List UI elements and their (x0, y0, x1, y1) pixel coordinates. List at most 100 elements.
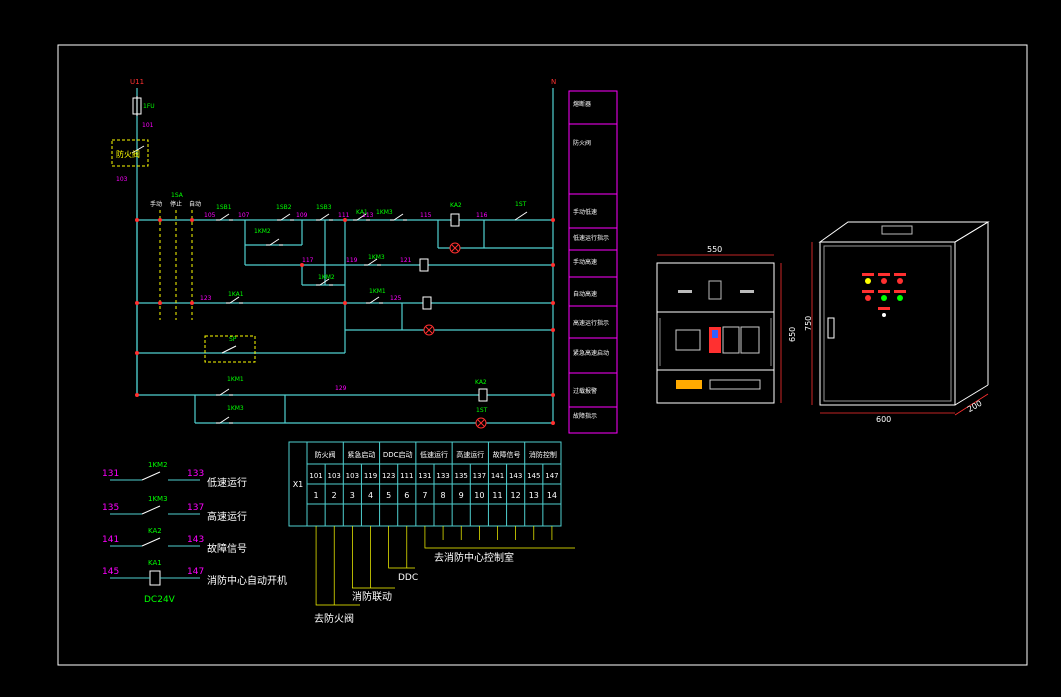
mode-label-manual: 手动 (150, 200, 162, 208)
contact-symbol (390, 213, 407, 221)
junction-node (300, 263, 304, 267)
sp-box (204, 335, 256, 363)
terminal-index: 10 (474, 491, 484, 500)
lamp-symbol (475, 417, 487, 429)
node-label: 125 (390, 295, 402, 302)
contact-symbol (353, 213, 370, 221)
junction-node (551, 263, 555, 267)
contact-label: 1KM1 (369, 288, 386, 295)
fire-valve-label: 防火阀 (116, 149, 140, 159)
coil-symbol (450, 213, 460, 227)
cabinet-indicator-lamps (862, 273, 906, 317)
junction-nodes (135, 218, 555, 425)
output-from: 135 (102, 503, 119, 513)
contact-symbol (364, 258, 381, 266)
contact-symbol (277, 213, 294, 221)
terminal-number: 111 (400, 472, 413, 480)
destination-label: 去消防中心控制室 (434, 551, 514, 564)
lamp-symbol (423, 324, 435, 336)
terminal-index: 5 (386, 491, 391, 500)
supply-left-label: U11 (130, 78, 144, 86)
coil-symbol (478, 388, 488, 402)
junction-node (551, 218, 555, 222)
contact-label: 1KM2 (318, 274, 335, 281)
contact-symbol (226, 296, 243, 304)
terminal-row-label: X1 (293, 480, 304, 489)
function-label: 过载报警 (573, 387, 597, 395)
output-to: 133 (187, 469, 204, 479)
lamp-symbol (449, 242, 461, 254)
mode-label-stop: 停止 (170, 200, 182, 208)
contact-label: 1KM1 (227, 376, 244, 383)
node-label: 109 (296, 212, 308, 219)
node-label: 113 (362, 212, 374, 219)
output-to: 137 (187, 503, 204, 513)
terminal-group-label: 低速运行 (420, 450, 448, 459)
fire-valve-switch (111, 139, 149, 167)
contact-label: KA2 (450, 202, 462, 209)
output-from: 145 (102, 567, 119, 577)
terminal-number: 135 (455, 472, 468, 480)
contact-symbol (216, 213, 233, 221)
terminal-number: 141 (491, 472, 504, 480)
front-width-dim: 550 (707, 245, 722, 254)
contact-label: 1SB2 (276, 204, 292, 211)
fuse-1fu (132, 96, 142, 116)
terminal-number: 147 (545, 472, 558, 480)
output-from: 141 (102, 535, 119, 545)
junction-node (135, 218, 139, 222)
terminal-group-label: DDC启动 (383, 450, 413, 459)
width-dim: 600 (876, 415, 891, 424)
node-label: 111 (338, 212, 350, 219)
contact-label: 1KM3 (368, 254, 385, 261)
junction-node (551, 393, 555, 397)
junction-node (135, 301, 139, 305)
function-label: 手动低速 (573, 208, 597, 216)
node-label: 103 (116, 176, 128, 183)
terminal-number: 103 (328, 472, 341, 480)
terminal-index: 12 (511, 491, 521, 500)
contact-symbol (366, 296, 383, 304)
junction-node (190, 301, 194, 305)
terminal-index: 8 (441, 491, 446, 500)
overall-height-dim: 750 (804, 316, 813, 331)
terminal-number: 145 (527, 472, 540, 480)
contact-label: 1SB3 (316, 204, 332, 211)
node-label: 116 (476, 212, 488, 219)
lamp-symbols (423, 242, 487, 429)
output-to: 143 (187, 535, 204, 545)
contact-label: 1KA1 (228, 291, 244, 298)
contact-label: 1ST (476, 407, 488, 414)
contact-label: 1KM3 (227, 405, 244, 412)
output-to: 147 (187, 567, 204, 577)
terminal-number: 143 (509, 472, 522, 480)
junction-node (158, 301, 162, 305)
function-label: 故障指示 (573, 412, 597, 420)
output-label: 故障信号 (207, 542, 247, 555)
cabinet-front-view (656, 254, 782, 404)
junction-node (343, 218, 347, 222)
junction-node (551, 328, 555, 332)
output-device: KA1 (148, 559, 162, 567)
junction-node (551, 421, 555, 425)
mode-label-auto: 自动 (189, 200, 201, 208)
destination-label: DDC (398, 573, 418, 583)
contact-label: 1KM2 (254, 228, 271, 235)
contact-symbol (316, 278, 333, 286)
contact-label: 1KM3 (376, 209, 393, 216)
terminal-index: 7 (422, 491, 427, 500)
terminal-index: 9 (459, 491, 464, 500)
junction-node (551, 301, 555, 305)
junction-node (158, 218, 162, 222)
contact-label: SP (229, 336, 237, 343)
node-label: 117 (302, 257, 314, 264)
contact-label: 1SB1 (216, 204, 232, 211)
terminal-number: 137 (473, 472, 486, 480)
junction-node (190, 218, 194, 222)
function-label: 低速运行指示 (573, 234, 609, 242)
